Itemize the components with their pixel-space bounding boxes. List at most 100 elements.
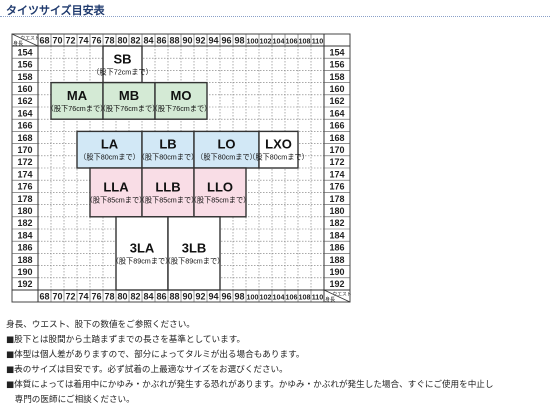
size-note: （股下72cmまで） — [92, 67, 153, 76]
waist-label: 108 — [299, 36, 311, 45]
waist-label: 74 — [78, 291, 88, 301]
waist-label: 92 — [195, 291, 205, 301]
size-note: （股下85cmまで） — [86, 195, 147, 204]
height-label: 154 — [329, 47, 344, 57]
waist-label: 106 — [286, 36, 298, 45]
size-note: （股下76cmまで） — [99, 104, 160, 113]
height-label: 184 — [329, 230, 344, 240]
page-title: タイツサイズ目安表 — [6, 4, 105, 17]
corner-waist-label: ウエスト — [332, 291, 351, 298]
waist-label: 94 — [208, 291, 218, 301]
height-label: 166 — [329, 121, 344, 131]
waist-label: 106 — [286, 292, 298, 301]
size-block — [167, 216, 221, 291]
size-block — [141, 130, 195, 169]
height-label: 168 — [17, 133, 32, 143]
height-label: 158 — [17, 72, 32, 82]
waist-label: 70 — [52, 291, 62, 301]
size-note: （股下85cmまで） — [138, 195, 199, 204]
note-line: 専門の医師にご相談ください。 — [6, 395, 135, 405]
height-label: 176 — [17, 182, 32, 192]
note-line: ■表のサイズは目安です。必ず試着の上最適なサイズをお選びください。 — [6, 365, 288, 375]
size-name: LA — [101, 137, 119, 152]
waist-label: 82 — [130, 291, 140, 301]
size-name: LB — [159, 137, 176, 152]
height-label: 170 — [17, 145, 32, 155]
title-divider — [0, 16, 550, 18]
waist-label: 100 — [247, 36, 259, 45]
size-name: LLO — [207, 179, 233, 194]
height-label: 174 — [17, 169, 32, 179]
height-label: 186 — [329, 243, 344, 253]
waist-label: 76 — [91, 291, 101, 301]
title-bar: タイツサイズ目安表 — [0, 0, 550, 20]
height-label: 190 — [329, 267, 344, 277]
waist-label: 86 — [156, 291, 166, 301]
waist-label: 78 — [104, 291, 114, 301]
height-label: 182 — [329, 218, 344, 228]
waist-label: 90 — [182, 291, 192, 301]
size-chart: SB（股下72cmまで）MA（股下76cmまで）MB（股下76cmまで）MO（股… — [11, 33, 352, 303]
height-label: 156 — [329, 60, 344, 70]
waist-label: 94 — [208, 35, 218, 45]
waist-label: 82 — [130, 35, 140, 45]
size-block — [115, 216, 169, 291]
size-block — [50, 81, 104, 120]
height-label: 192 — [17, 279, 32, 289]
height-label: 190 — [17, 267, 32, 277]
waist-label: 84 — [143, 35, 153, 45]
height-label: 166 — [17, 121, 32, 131]
size-note: （股下76cmまで） — [47, 104, 108, 113]
height-label: 164 — [329, 108, 344, 118]
height-label: 178 — [329, 194, 344, 204]
size-name: LO — [217, 137, 235, 152]
corner-waist-label: ウエスト — [20, 35, 39, 42]
height-label: 156 — [17, 60, 32, 70]
height-label: 160 — [329, 84, 344, 94]
waist-label: 76 — [91, 35, 101, 45]
height-label: 192 — [329, 279, 344, 289]
waist-label: 72 — [65, 291, 75, 301]
waist-label: 96 — [221, 291, 231, 301]
size-name: LXO — [265, 137, 292, 152]
waist-label: 96 — [221, 35, 231, 45]
note-line: ■股下とは股間から土踏まずまでの長さを基準としています。 — [6, 335, 246, 345]
note-line: ■体型は個人差がありますので、部分によってタルミが出る場合もあります。 — [6, 350, 305, 360]
size-note: （股下80cmまで） — [248, 153, 309, 162]
height-label: 162 — [329, 96, 344, 106]
note-line: ■体質によっては着用中にかゆみ・かぶれが発生する恐れがあります。かゆみ・かぶれが… — [6, 380, 494, 390]
size-name: MB — [119, 88, 139, 103]
size-name: SB — [113, 51, 131, 66]
size-note: （股下76cmまで） — [151, 104, 212, 113]
waist-label: 74 — [78, 35, 88, 45]
size-note: （股下80cmまで） — [79, 153, 140, 162]
height-label: 186 — [17, 243, 32, 253]
height-label: 164 — [17, 108, 32, 118]
waist-label: 100 — [247, 292, 259, 301]
size-name: 3LA — [130, 240, 155, 255]
size-name: LLA — [103, 179, 129, 194]
size-name: LLB — [155, 179, 180, 194]
size-block — [193, 167, 247, 218]
height-label: 188 — [17, 255, 32, 265]
waist-label: 102 — [260, 292, 272, 301]
waist-label: 72 — [65, 35, 75, 45]
size-block — [154, 81, 208, 120]
size-name: 3LB — [182, 240, 207, 255]
height-label: 182 — [17, 218, 32, 228]
waist-label: 102 — [260, 36, 272, 45]
size-name: MO — [171, 88, 192, 103]
waist-label: 108 — [299, 292, 311, 301]
notes: 身長、ウエスト、股下の数値をご参照ください。 ■股下とは股間から土踏まずまでの長… — [6, 318, 546, 408]
waist-label: 98 — [234, 291, 244, 301]
height-label: 184 — [17, 230, 32, 240]
size-note: （股下89cmまで） — [112, 256, 173, 265]
waist-label: 88 — [169, 291, 179, 301]
height-label: 172 — [329, 157, 344, 167]
height-label: 178 — [17, 194, 32, 204]
height-label: 154 — [17, 47, 32, 57]
size-block — [258, 130, 299, 169]
height-label: 188 — [329, 255, 344, 265]
height-label: 174 — [329, 169, 344, 179]
corner-diagonal — [323, 289, 351, 303]
